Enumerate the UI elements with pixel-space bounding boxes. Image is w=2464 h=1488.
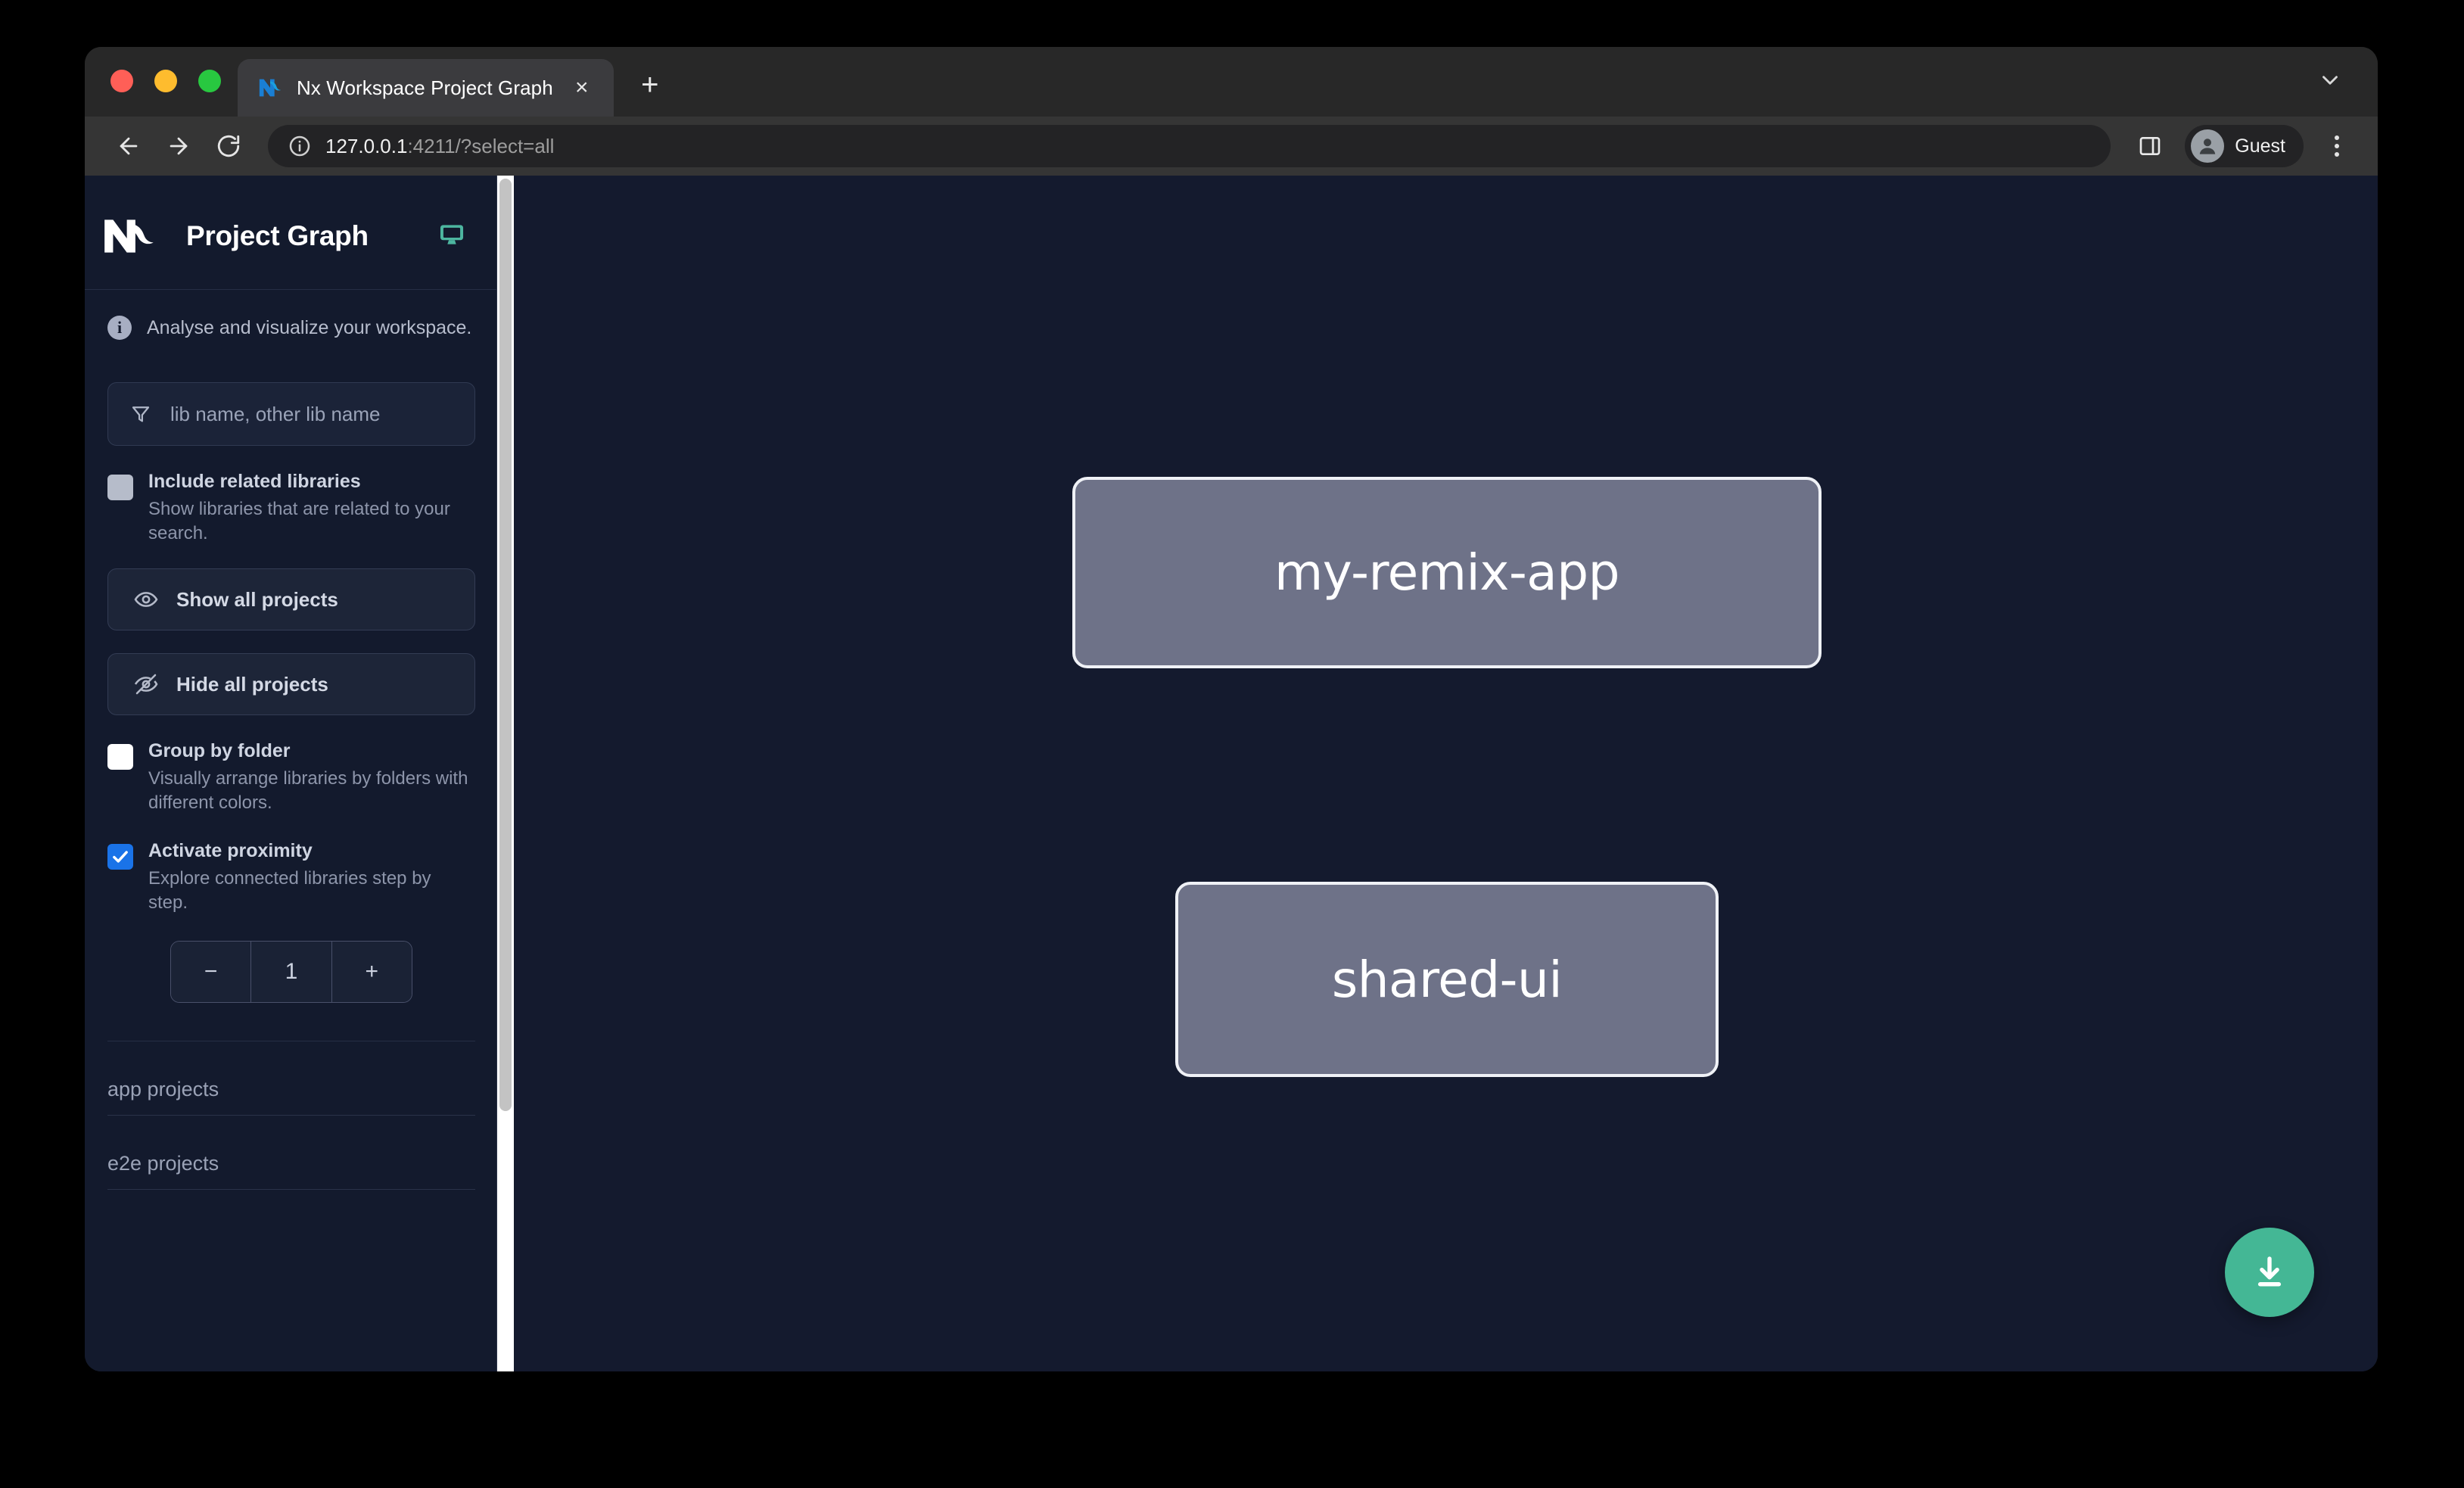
browser-tab[interactable]: Nx Workspace Project Graph × [238,59,614,117]
tab-strip: Nx Workspace Project Graph × + [85,47,2378,117]
tab-title: Nx Workspace Project Graph [297,76,553,99]
profile-name: Guest [2235,135,2285,157]
search-input[interactable]: lib name, other lib name [107,382,475,446]
browser-toolbar: 127.0.0.1:4211/?select=all Guest [85,117,2378,176]
profile-chip[interactable]: Guest [2185,125,2304,167]
checkbox-activate-proximity[interactable] [107,844,133,870]
checkbox-include-related-libraries[interactable] [107,475,133,500]
page-title: Project Graph [186,220,369,251]
nx-logo-icon [103,215,162,257]
filter-icon [129,403,152,425]
close-window-button[interactable] [110,70,133,92]
stepper-value: 1 [250,942,331,1003]
graph-node-my-remix-app[interactable]: my-remix-app [1072,477,1822,668]
download-icon [2249,1252,2290,1293]
browser-window: Nx Workspace Project Graph × + [85,47,2378,1371]
show-all-projects-button[interactable]: Show all projects [107,568,475,631]
maximize-window-button[interactable] [198,70,221,92]
tagline-row: i Analyse and visualize your workspace. [85,290,496,363]
page-content: Project Graph i Analyse and visualize yo… [85,176,2378,1371]
eye-icon [134,587,158,612]
sidebar-controls: lib name, other lib name Include related… [85,363,496,1042]
info-icon: i [107,316,132,340]
reload-icon[interactable] [207,125,250,167]
section-header-app-projects[interactable]: app projects [107,1078,475,1116]
side-panel-icon[interactable] [2130,126,2170,166]
option-include-related-libraries[interactable]: Include related libraries Show libraries… [107,470,475,546]
search-placeholder: lib name, other lib name [170,402,381,425]
close-tab-icon[interactable]: × [575,75,589,100]
nx-logo-icon [257,75,283,101]
section-header-e2e-projects[interactable]: e2e projects [107,1152,475,1191]
project-graph-canvas[interactable]: my-remix-app shared-ui [514,176,2378,1371]
checkbox-group-by-folder[interactable] [107,744,133,770]
minimize-window-button[interactable] [154,70,177,92]
show-all-projects-label: Show all projects [176,587,338,611]
graph-edges [514,176,741,289]
browser-menu-icon[interactable] [2317,125,2357,167]
proximity-stepper: − 1 + [170,941,412,1004]
graph-node-label: my-remix-app [1274,543,1620,602]
avatar [2191,129,2225,163]
url-text: 127.0.0.1:4211/?select=all [325,135,554,158]
option-label: Group by folder [148,740,291,762]
page-scrollbar[interactable] [497,176,514,1371]
address-bar[interactable]: 127.0.0.1:4211/?select=all [268,125,2111,167]
site-info-icon[interactable] [288,134,312,158]
url-host: 127.0.0.1 [325,134,408,157]
url-path: :4211/?select=all [407,134,555,157]
window-controls [85,70,221,117]
download-graph-button[interactable] [2225,1228,2314,1317]
stepper-increment-button[interactable]: + [331,942,412,1003]
hide-all-projects-label: Hide all projects [176,672,328,696]
monitor-icon[interactable] [437,220,466,253]
sidebar-header: Project Graph [85,176,496,290]
option-group-by-folder[interactable]: Group by folder Visually arrange librari… [107,739,475,815]
project-sections: app projects e2e projects [85,1041,496,1191]
option-description: Visually arrange libraries by folders wi… [148,768,468,814]
option-description: Show libraries that are related to your … [148,499,450,544]
graph-node-label: shared-ui [1331,950,1563,1009]
option-label: Activate proximity [148,840,313,862]
tagline-text: Analyse and visualize your workspace. [147,316,472,338]
back-icon[interactable] [107,125,150,167]
option-label: Include related libraries [148,471,361,492]
option-activate-proximity[interactable]: Activate proximity Explore connected lib… [107,839,475,915]
new-tab-button[interactable]: + [641,68,659,101]
option-description: Explore connected libraries step by step… [148,868,431,914]
forward-icon[interactable] [157,125,200,167]
chevron-down-icon[interactable] [2317,67,2343,97]
hide-all-projects-button[interactable]: Hide all projects [107,653,475,716]
eye-slash-icon [134,672,158,696]
stepper-decrement-button[interactable]: − [171,942,251,1003]
sidebar: Project Graph i Analyse and visualize yo… [85,176,497,1371]
graph-node-shared-ui[interactable]: shared-ui [1175,882,1719,1077]
scrollbar-thumb[interactable] [499,179,512,1112]
